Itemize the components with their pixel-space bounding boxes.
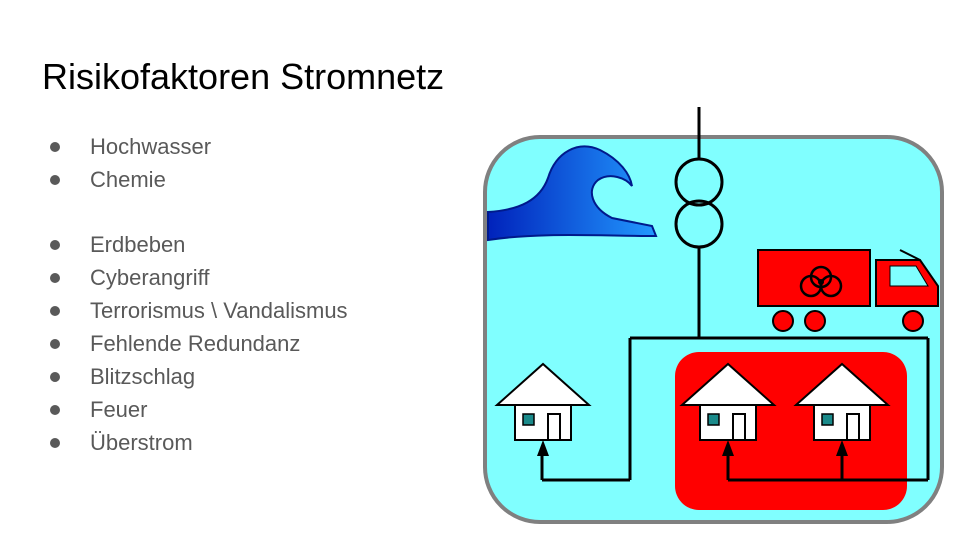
bullet-list: Hochwasser Chemie Erdbeben Cyberangriff …	[50, 130, 348, 459]
bullet-text: Überstrom	[90, 429, 193, 455]
bullet-dot	[50, 437, 60, 448]
house-icon	[793, 362, 891, 456]
slide-title: Risikofaktoren Stromnetz	[42, 56, 445, 97]
bullet-dot	[50, 272, 60, 283]
house-icon	[494, 362, 592, 456]
bullet-dot	[50, 239, 60, 250]
bullet-item: Überstrom	[50, 426, 348, 459]
power-grid-diagram	[483, 107, 944, 524]
power-lines	[540, 336, 930, 482]
bullet-dot	[50, 338, 60, 349]
bullet-dot	[50, 174, 60, 185]
bullet-text: Feuer	[90, 396, 148, 422]
bullet-dot	[50, 404, 60, 415]
wave-icon	[487, 145, 658, 242]
bullet-item: Chemie	[50, 163, 348, 196]
house-icon	[679, 362, 777, 456]
bullet-text: Chemie	[90, 166, 166, 192]
bullet-text: Hochwasser	[90, 133, 212, 159]
transformer-icon	[674, 107, 724, 338]
bullet-item: Terrorismus \ Vandalismus	[50, 294, 348, 327]
bullet-dot	[50, 141, 60, 152]
bullet-item: Fehlende Redundanz	[50, 327, 348, 360]
bullet-item: Erdbeben	[50, 228, 348, 261]
biohazard-truck-icon	[757, 249, 939, 332]
bullet-text: Blitzschlag	[90, 363, 196, 389]
bullet-item: Cyberangriff	[50, 261, 348, 294]
bullet-item: Feuer	[50, 393, 348, 426]
bullet-item: Blitzschlag	[50, 360, 348, 393]
bullet-text: Erdbeben	[90, 231, 186, 257]
bullet-item: Hochwasser	[50, 130, 348, 163]
bullet-text: Fehlende Redundanz	[90, 330, 301, 356]
bullet-text: Terrorismus \ Vandalismus	[90, 297, 348, 323]
bullet-text: Cyberangriff	[90, 264, 210, 290]
bullet-dot	[50, 371, 60, 382]
bullet-dot	[50, 305, 60, 316]
